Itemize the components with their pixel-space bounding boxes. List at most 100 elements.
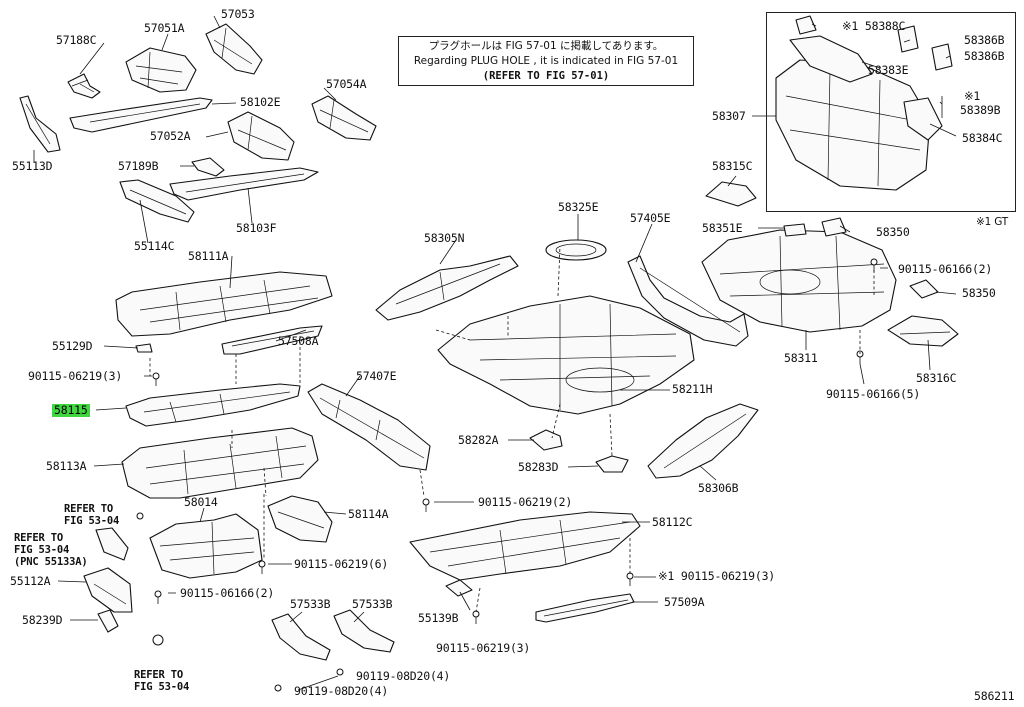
- label-57054A[interactable]: 57054A: [326, 77, 367, 91]
- part-55139B[interactable]: [445, 579, 473, 597]
- part-58384C[interactable]: [903, 97, 943, 141]
- label-57189B[interactable]: 57189B: [118, 159, 159, 173]
- part-57189B[interactable]: [191, 157, 225, 177]
- part-58383E[interactable]: [789, 35, 873, 83]
- part-58351E[interactable]: [783, 223, 807, 237]
- label-58306B[interactable]: 58306B: [698, 481, 739, 495]
- label-90119-08D20-4-upper[interactable]: 90119-08D20(4): [356, 669, 451, 683]
- label-58114A[interactable]: 58114A: [348, 507, 389, 521]
- label-90115-06219-2[interactable]: 90115-06219(2): [478, 495, 573, 509]
- part-58325E[interactable]: [545, 239, 607, 261]
- part-58305N[interactable]: [375, 255, 519, 321]
- label-58305N[interactable]: 58305N: [424, 231, 465, 245]
- part-58388C[interactable]: [795, 15, 817, 35]
- part-58239D[interactable]: [97, 609, 119, 633]
- part-58315C[interactable]: [705, 181, 757, 207]
- part-55114C[interactable]: [119, 179, 195, 223]
- refer-callout-1[interactable]: REFER TO FIG 53-04: [64, 503, 119, 527]
- refer-callout-2[interactable]: REFER TO FIG 53-04 (PNC 55133A): [14, 532, 88, 568]
- label-58386B-a[interactable]: 58386B: [964, 33, 1005, 47]
- label-58102E[interactable]: 58102E: [240, 95, 281, 109]
- label-55113D[interactable]: 55113D: [12, 159, 53, 173]
- refer-callout-1-line1: REFER TO: [64, 503, 113, 515]
- label-58311[interactable]: 58311: [784, 351, 818, 365]
- label-90115-06219-6[interactable]: 90115-06219(6): [294, 557, 389, 571]
- part-58113A[interactable]: [121, 427, 319, 499]
- part-58350-upper[interactable]: [821, 217, 847, 237]
- label-58211H[interactable]: 58211H: [672, 382, 713, 396]
- label-58350-lower[interactable]: 58350: [962, 286, 996, 300]
- label-55139B[interactable]: 55139B: [418, 611, 459, 625]
- label-90115-06219-3-right[interactable]: ※1 90115-06219(3): [658, 569, 776, 583]
- label-58282A[interactable]: 58282A: [458, 433, 499, 447]
- label-58111A[interactable]: 58111A: [188, 249, 229, 263]
- label-90115-06166-2-right[interactable]: 90115-06166(2): [898, 262, 993, 276]
- label-57533B-left[interactable]: 57533B: [290, 597, 331, 611]
- label-58325E[interactable]: 58325E: [558, 200, 599, 214]
- label-58115-highlighted[interactable]: 58115: [52, 403, 90, 417]
- part-57405E[interactable]: [627, 255, 749, 347]
- part-55112A[interactable]: [83, 567, 133, 613]
- notice-refer[interactable]: (REFER TO FIG 57-01): [482, 70, 610, 82]
- part-57407E[interactable]: [307, 383, 431, 471]
- label-58014[interactable]: 58014: [184, 495, 218, 509]
- part-57051A[interactable]: [125, 47, 197, 93]
- part-57533B-left[interactable]: [271, 613, 331, 661]
- part-58386B-b[interactable]: [931, 43, 953, 71]
- label-58307[interactable]: 58307: [712, 109, 746, 123]
- label-57405E[interactable]: 57405E: [630, 211, 671, 225]
- label-58283D[interactable]: 58283D: [518, 460, 559, 474]
- label-57051A[interactable]: 57051A: [144, 21, 185, 35]
- label-58113A[interactable]: 58113A: [46, 459, 87, 473]
- part-58386B-a[interactable]: [897, 25, 919, 53]
- part-57054A[interactable]: [311, 95, 377, 141]
- label-90115-06219-3-left[interactable]: 90115-06219(3): [28, 369, 123, 383]
- part-58306B[interactable]: [647, 403, 759, 479]
- part-58115[interactable]: [125, 383, 301, 427]
- label-58112C[interactable]: 58112C: [652, 515, 693, 529]
- part-57533B-right[interactable]: [333, 609, 395, 653]
- label-90115-06166-5[interactable]: 90115-06166(5): [826, 387, 921, 401]
- label-58388C[interactable]: ※1 58388C: [842, 19, 906, 33]
- label-55114C[interactable]: 55114C: [134, 239, 175, 253]
- label-57533B-right[interactable]: 57533B: [352, 597, 393, 611]
- part-57052A[interactable]: [227, 111, 295, 161]
- label-58351E[interactable]: 58351E: [702, 221, 743, 235]
- label-58239D[interactable]: 58239D: [22, 613, 63, 627]
- label-57508A[interactable]: 57508A: [278, 334, 319, 348]
- part-58114A[interactable]: [267, 495, 333, 543]
- label-57052A[interactable]: 57052A: [150, 129, 191, 143]
- part-57053[interactable]: [205, 23, 263, 75]
- label-57407E[interactable]: 57407E: [356, 369, 397, 383]
- part-58102E[interactable]: [69, 97, 213, 133]
- part-58111A[interactable]: [115, 271, 333, 337]
- label-90115-06166-2-left[interactable]: 90115-06166(2): [180, 586, 275, 600]
- part-58014[interactable]: [149, 513, 263, 579]
- part-58211H[interactable]: [437, 295, 695, 415]
- label-90115-06219-3-bottom[interactable]: 90115-06219(3): [436, 641, 531, 655]
- part-58350-lower[interactable]: [909, 279, 939, 299]
- part-58311[interactable]: [701, 229, 897, 333]
- part-58316C[interactable]: [887, 315, 959, 347]
- part-58103F[interactable]: [169, 167, 319, 201]
- part-58282A[interactable]: [529, 429, 563, 451]
- label-55112A[interactable]: 55112A: [10, 574, 51, 588]
- label-58316C[interactable]: 58316C: [916, 371, 957, 385]
- label-58315C[interactable]: 58315C: [712, 159, 753, 173]
- label-58383E[interactable]: 58383E: [868, 63, 909, 77]
- part-58283D[interactable]: [595, 455, 629, 473]
- part-58112C[interactable]: [409, 511, 641, 581]
- label-58384C[interactable]: 58384C: [962, 131, 1003, 145]
- label-55129D[interactable]: 55129D: [52, 339, 93, 353]
- refer-callout-3[interactable]: REFER TO FIG 53-04: [134, 669, 189, 693]
- label-57053[interactable]: 57053: [221, 7, 255, 21]
- label-57509A[interactable]: 57509A: [664, 595, 705, 609]
- label-90119-08D20-4-lower[interactable]: 90119-08D20(4): [294, 684, 389, 698]
- label-58103F[interactable]: 58103F: [236, 221, 277, 235]
- label-58350-upper[interactable]: 58350: [876, 225, 910, 239]
- label-58386B-b[interactable]: 58386B: [964, 49, 1005, 63]
- label-58389B[interactable]: 58389B: [960, 103, 1001, 117]
- label-57188C[interactable]: 57188C: [56, 33, 97, 47]
- part-55133A[interactable]: [95, 527, 129, 561]
- label-58389B-mark: ※1: [964, 89, 981, 103]
